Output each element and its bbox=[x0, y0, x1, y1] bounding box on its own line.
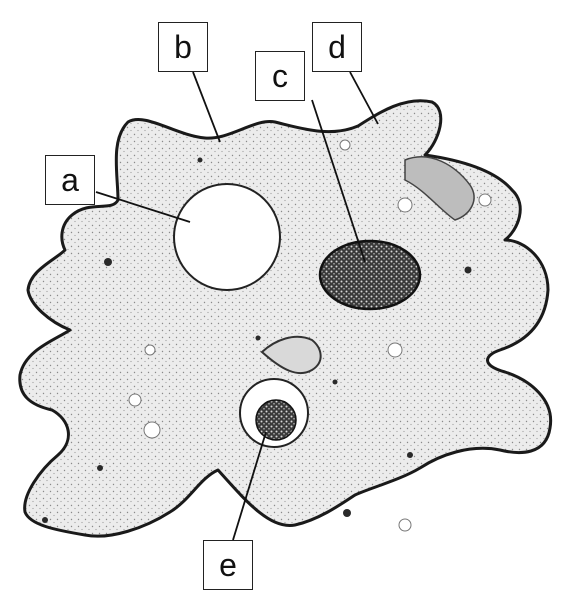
label-d: d bbox=[312, 22, 362, 72]
food-particle bbox=[256, 400, 296, 440]
label-d-text: d bbox=[328, 29, 346, 66]
leader-line-d bbox=[350, 72, 378, 124]
label-a-text: a bbox=[61, 162, 79, 199]
label-c-text: c bbox=[272, 58, 288, 95]
label-a: a bbox=[45, 155, 95, 205]
label-e-text: e bbox=[219, 547, 237, 584]
label-c: c bbox=[255, 51, 305, 101]
label-b-text: b bbox=[174, 29, 192, 66]
leader-line-b bbox=[193, 72, 220, 142]
nucleus bbox=[320, 241, 420, 309]
label-e: e bbox=[203, 540, 253, 590]
contractile-vacuole bbox=[174, 184, 280, 290]
label-b: b bbox=[158, 22, 208, 72]
